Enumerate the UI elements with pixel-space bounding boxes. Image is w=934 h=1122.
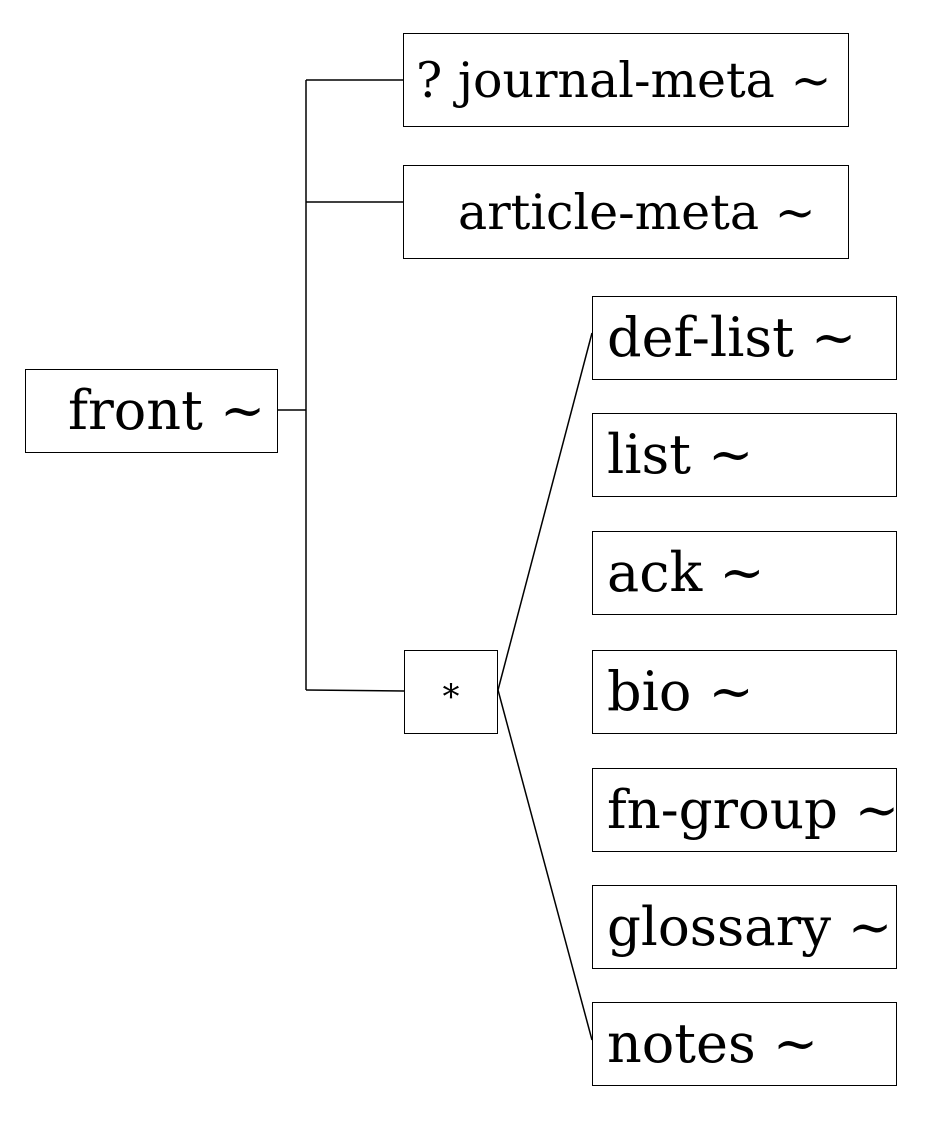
- node-bio: bio ~: [592, 650, 897, 734]
- node-journal-meta-label: ? journal-meta ~: [416, 51, 832, 109]
- node-choice-group: *: [404, 650, 498, 734]
- node-notes: notes ~: [592, 1002, 897, 1086]
- node-def-list-label: def-list ~: [607, 306, 857, 369]
- node-list: list ~: [592, 413, 897, 497]
- node-glossary-label: glossary ~: [607, 896, 893, 958]
- node-ack-label: ack ~: [607, 541, 765, 604]
- node-front-label: front ~: [68, 379, 266, 442]
- node-choice-label: *: [442, 677, 460, 717]
- node-article-meta-label: article-meta ~: [458, 183, 816, 241]
- node-bio-label: bio ~: [607, 660, 754, 723]
- connector-fan-notes: [497, 689, 593, 1041]
- connector-fan-def-list: [497, 332, 593, 691]
- node-journal-meta: ? journal-meta ~: [403, 33, 849, 127]
- node-fn-group-label: fn-group ~: [607, 779, 900, 841]
- node-front: front ~: [25, 369, 278, 453]
- connector-choice: [305, 689, 405, 692]
- node-def-list: def-list ~: [592, 296, 897, 380]
- node-glossary: glossary ~: [592, 885, 897, 969]
- node-ack: ack ~: [592, 531, 897, 615]
- node-notes-label: notes ~: [607, 1012, 819, 1075]
- node-fn-group: fn-group ~: [592, 768, 900, 852]
- node-article-meta: article-meta ~: [403, 165, 849, 259]
- node-list-label: list ~: [607, 423, 754, 486]
